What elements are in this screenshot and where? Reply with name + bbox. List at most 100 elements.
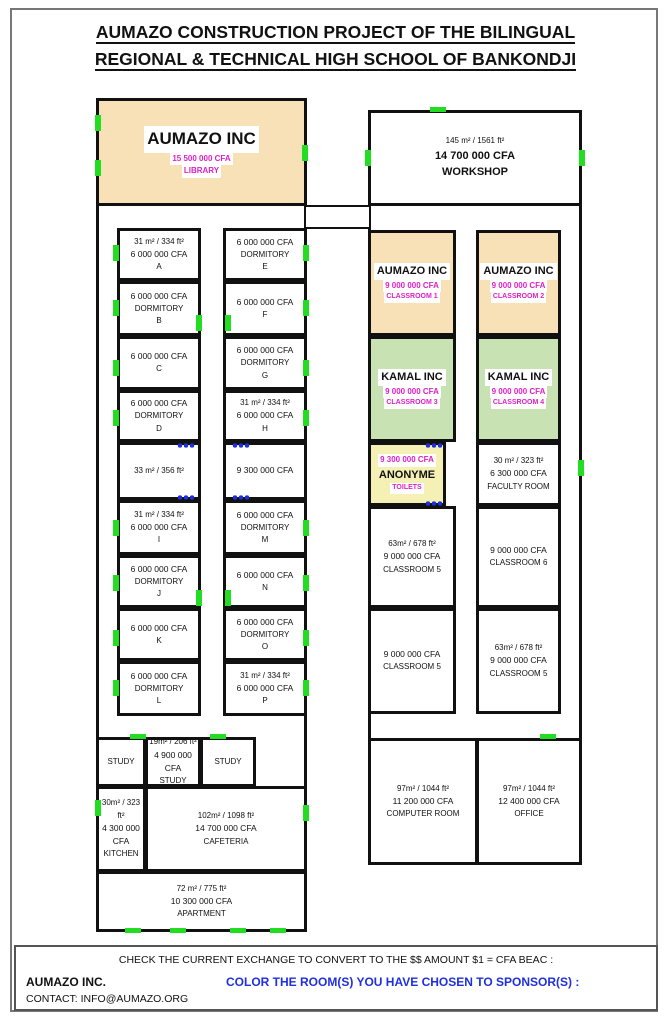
room-dorm-j[interactable]: 6 000 000 CFA DORMITORY J <box>117 555 201 608</box>
door-marker-icon <box>303 680 309 696</box>
page-frame <box>10 8 658 1012</box>
room-price: 6 000 000 CFA <box>130 563 188 574</box>
room-name: KITCHEN <box>103 849 139 859</box>
room-name: DORMITORY <box>134 576 184 586</box>
title-text-1: AUMAZO CONSTRUCTION PROJECT OF THE BILIN… <box>95 22 576 44</box>
room-name: STUDY <box>159 776 187 786</box>
door-marker-icon <box>270 928 286 933</box>
room-name: DORMITORY <box>240 358 290 368</box>
room-area: 63m² / 678 ft² <box>494 643 543 653</box>
room-area: 102m² / 1098 ft² <box>197 811 255 821</box>
room-sponsor: ANONYME <box>378 468 436 481</box>
room-toilet-right[interactable]: 9 300 000 CFA <box>223 442 307 500</box>
room-letter: I <box>157 535 161 545</box>
room-letter: G <box>261 370 269 380</box>
room-letter: H <box>262 423 268 433</box>
door-marker-icon <box>578 460 584 476</box>
room-price: 6 000 000 CFA <box>236 345 294 356</box>
room-study1[interactable]: STUDY <box>96 737 146 787</box>
room-area: 63m² / 678 ft² <box>388 539 436 549</box>
door-marker-icon <box>302 145 308 161</box>
connecting-walkway <box>306 205 369 229</box>
door-marker-icon <box>303 520 309 536</box>
room-area: 31 m² / 334 ft² <box>240 670 290 680</box>
door-marker-icon <box>230 928 246 933</box>
door-marker-icon <box>113 245 119 261</box>
room-price: 9 000 000 CFA <box>490 545 547 556</box>
room-price: 6 000 000 CFA <box>130 622 188 633</box>
room-dorm-g[interactable]: 6 000 000 CFA DORMITORY G <box>223 336 307 390</box>
room-name: DORMITORY <box>134 683 184 693</box>
room-sponsor: AUMAZO INC <box>480 263 557 280</box>
door-marker-icon <box>225 590 231 606</box>
door-marker-icon <box>225 315 231 331</box>
right-corridor <box>456 230 476 715</box>
door-marker-icon <box>303 630 309 646</box>
room-name: CLASSROOM 1 <box>384 292 440 303</box>
room-price: 9 000 000 CFA <box>383 385 441 399</box>
room-toilet-left[interactable]: 33 m² / 356 ft² <box>117 442 201 500</box>
room-sponsor: AUMAZO INC <box>373 263 451 280</box>
door-marker-icon <box>303 410 309 426</box>
room-dorm-k[interactable]: 6 000 000 CFA K <box>117 608 201 661</box>
room-letter: O <box>261 642 269 652</box>
room-price: 10 300 000 CFA <box>170 895 233 906</box>
room-area: 72 m² / 775 ft² <box>176 883 227 893</box>
room-name: CLASSROOM 5 <box>383 564 441 574</box>
room-price: 9 300 000 CFA <box>236 465 294 476</box>
room-price: 9 000 000 CFA <box>383 279 441 293</box>
door-marker-icon <box>365 150 371 166</box>
room-letter: J <box>157 589 161 599</box>
door-marker-icon <box>303 805 309 821</box>
room-price: 6 000 000 CFA <box>130 521 188 532</box>
room-name: WORKSHOP <box>442 166 508 179</box>
title-text-2: REGIONAL & TECHNICAL HIGH SCHOOL OF BANK… <box>94 49 577 71</box>
room-price: 9 300 000 CFA <box>378 454 436 467</box>
room-price: 6 000 000 CFA <box>130 398 188 409</box>
room-letter: K <box>156 635 162 645</box>
room-sponsor: KAMAL INC <box>378 369 446 386</box>
room-name: CAFETERIA <box>203 836 249 846</box>
room-letter: N <box>262 582 268 592</box>
footer-box: CHECK THE CURRENT EXCHANGE TO CONVERT TO… <box>14 945 658 1011</box>
room-letter: D <box>156 423 162 433</box>
title-line-2: REGIONAL & TECHNICAL HIGH SCHOOL OF BANK… <box>0 49 671 71</box>
room-name: OFFICE <box>514 809 544 819</box>
room-area: 30 m² / 323 ft² <box>493 456 544 466</box>
room-price: 6 000 000 CFA <box>130 248 188 259</box>
room-study3[interactable]: STUDY <box>200 737 256 787</box>
room-name: LIBRARY <box>181 165 222 178</box>
room-letter: F <box>262 309 268 319</box>
